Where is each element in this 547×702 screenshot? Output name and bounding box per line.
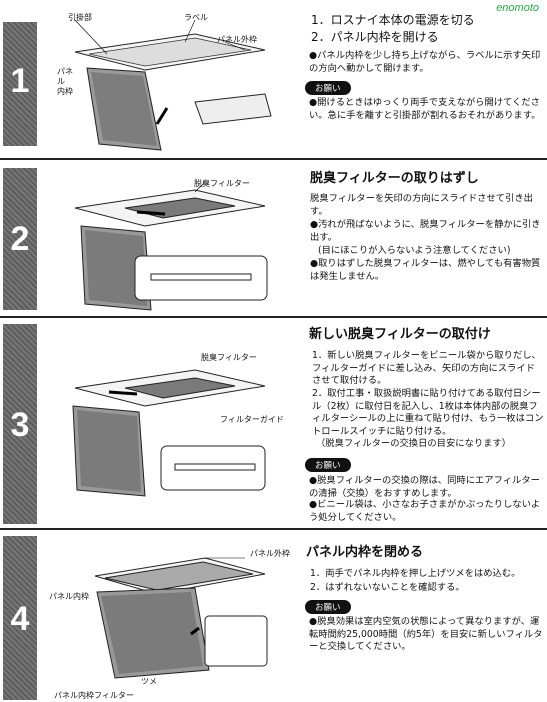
step2-bullet1: 汚れが飛ばないように、脱臭フィルターを静かに引き出す。 bbox=[310, 219, 542, 244]
step1-bullet2: 開けるときはゆっくり両手で支えながら開けてください。急に手を離すと引掛部が割れる… bbox=[309, 97, 541, 122]
divider bbox=[0, 528, 547, 530]
step-number: 2 bbox=[10, 220, 30, 258]
step-3: 3 脱臭フィルター フィルターガイド 新しい脱臭フィルターの取付け 1．新しい脱… bbox=[0, 318, 547, 528]
step2-title: 脱臭フィルターの取りはずし bbox=[310, 171, 479, 186]
illustration-remove-filter bbox=[74, 181, 268, 311]
step2-body: 脱臭フィルターを矢印の方向にスライドさせて引き出す。 bbox=[310, 193, 533, 217]
label-panel-outer: パネル外枠 bbox=[250, 549, 290, 558]
step1-line1: 1．ロスナイ本体の電源を切る bbox=[311, 13, 475, 27]
step-number-badge: 1 bbox=[3, 22, 37, 146]
step-number-badge: 4 bbox=[3, 536, 37, 700]
notice-badge: お願い bbox=[305, 458, 351, 472]
notice-badge: お願い bbox=[305, 81, 351, 95]
divider bbox=[0, 316, 547, 318]
step-number: 3 bbox=[10, 406, 30, 444]
step4-item1: 1．両手でパネル内枠を押し上げツメをはめ込む。 bbox=[310, 568, 521, 579]
notice-badge: お願い bbox=[305, 600, 351, 614]
label-panel-inner: パネル 内枠 bbox=[57, 67, 73, 96]
divider bbox=[0, 158, 547, 160]
label-panel-inner-filter: パネル内枠フィルター bbox=[54, 691, 134, 700]
step-number: 4 bbox=[10, 600, 30, 638]
step-2: 2 脱臭フィルター 脱臭フィルターの取りはずし 脱臭フィルターを矢印の方向にスラ… bbox=[0, 160, 547, 316]
label-filter-guide: フィルターガイド bbox=[220, 415, 284, 424]
step1-line2: 2．パネル内枠を開ける bbox=[311, 30, 439, 44]
label-label: ラベル bbox=[184, 13, 208, 22]
step-number-badge: 2 bbox=[3, 168, 37, 310]
illustration-install-filter bbox=[72, 369, 266, 497]
illustration-open-panel bbox=[74, 19, 272, 151]
step-1: 1 引掛部 ラベル パネル外枠 パネル 内枠 1．ロスナイ本体の電源を切る 2．… bbox=[0, 0, 547, 158]
step2-bullet2: 取りはずした脱臭フィルターは、燃やしても有害物質は発生しません。 bbox=[310, 258, 542, 283]
label-pull-part: 引掛部 bbox=[68, 13, 92, 22]
label-deodorizing-filter: 脱臭フィルター bbox=[201, 353, 257, 362]
step4-title: パネル内枠を閉める bbox=[306, 545, 424, 560]
step-number-badge: 3 bbox=[3, 324, 37, 524]
step3-title: 新しい脱臭フィルターの取付け bbox=[309, 327, 491, 342]
step4-bullet1: 脱臭効果は室内空気の状態によって異なりますが、運転時間約25,000時間（約5年… bbox=[309, 616, 544, 654]
step2-note: (目にほこりが入らないよう注意してください) bbox=[318, 245, 511, 256]
watermark: enomoto bbox=[496, 2, 539, 14]
step-number: 1 bbox=[10, 62, 30, 100]
label-panel-outer: パネル外枠 bbox=[217, 35, 257, 44]
step3-bullet2: ビニール袋は、小さなお子さまがかぶったりしないよう処分してください。 bbox=[309, 499, 541, 524]
illustration-close-panel bbox=[94, 557, 268, 679]
step1-bullet1: パネル内枠を少し持ち上げながら、ラベルに示す矢印の方向へ動かして開けます。 bbox=[309, 50, 541, 75]
label-panel-inner: パネル内枠 bbox=[49, 592, 89, 601]
step4-item2: 2．はずれないないことを確認する。 bbox=[310, 582, 465, 593]
step3-item1: 1．新しい脱臭フィルターをビニール袋から取りだし、フィルターガイドに差し込み、矢… bbox=[312, 350, 541, 386]
label-deodorizing-filter: 脱臭フィルター bbox=[194, 179, 250, 188]
label-claw: ツメ bbox=[141, 677, 157, 686]
step3-bullet1: 脱臭フィルターの交換の際は、同時にエアフィルターの清掃（交換）をおすすめします。 bbox=[309, 475, 541, 500]
step3-item2: 2．取付工事・取扱説明書に貼り付けてある取付日シール（2枚）に取付日を記入し、1… bbox=[312, 388, 544, 437]
step3-note: （脱臭フィルターの交換日の目安になります） bbox=[316, 438, 512, 449]
step-4: 4 パネル外枠 パネル内枠 ツメ パネル内枠フィルター パネル内枠を閉める 1．… bbox=[0, 530, 547, 702]
